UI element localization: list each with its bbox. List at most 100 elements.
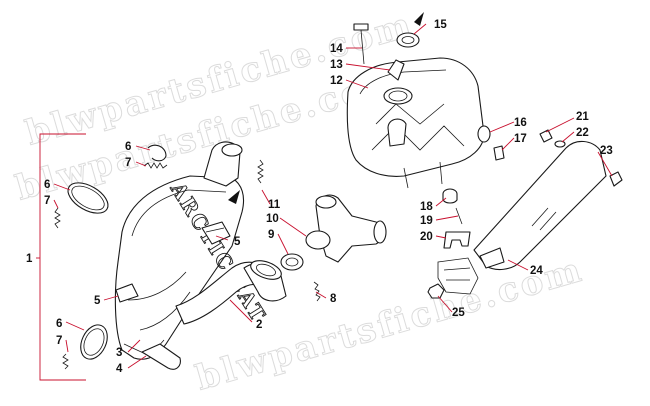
leader-5-lower [103, 295, 119, 301]
resonator-body [346, 57, 485, 177]
callout-21: 21 [576, 111, 589, 123]
callout-4: 4 [116, 363, 123, 375]
callout-6-bottom: 6 [56, 318, 62, 330]
callout-16: 16 [514, 117, 527, 129]
callout-23: 23 [600, 145, 613, 157]
flange-pipe [305, 194, 387, 263]
clamp-6-upper [147, 144, 167, 162]
spring-8 [313, 281, 321, 302]
clamp-6-left [67, 182, 109, 214]
leader-15 [413, 23, 427, 35]
callout-17: 17 [514, 133, 527, 145]
grommet-18 [442, 188, 458, 204]
callout-25: 25 [452, 307, 465, 319]
header-pipe-flange [250, 260, 282, 280]
leader-7-upper [135, 161, 147, 167]
bracket-20 [443, 231, 471, 249]
callout-13: 13 [330, 59, 343, 71]
callout-7-bottom: 7 [56, 335, 62, 347]
muffler-rib-1 [127, 271, 187, 301]
shield-bracket-24 [479, 247, 505, 269]
callout-9: 9 [268, 229, 274, 241]
header-pipe [175, 260, 287, 325]
seal-9 [280, 253, 304, 271]
leader-7-left [53, 199, 59, 209]
callout-20: 20 [420, 231, 433, 243]
leader-6-left [53, 183, 71, 191]
side-heat-shield-body [473, 140, 607, 271]
leader-11 [261, 189, 271, 205]
gasket-10 [305, 230, 331, 250]
callout-19: 19 [420, 215, 433, 227]
leader-6-upper [135, 145, 151, 151]
callout-6-left: 6 [44, 179, 50, 191]
leader-18 [435, 197, 447, 207]
bracket-13 [387, 59, 405, 81]
resonator-studs [403, 161, 443, 189]
leader-17 [501, 137, 515, 151]
callout-22: 22 [576, 127, 589, 139]
flange-pipe-side-opening [373, 220, 387, 244]
leader-2 [229, 299, 253, 323]
callout-15: 15 [434, 19, 447, 31]
spring-7-bottom [62, 353, 69, 370]
side-heat-shield-mark [531, 207, 557, 231]
leader-7-bottom [65, 339, 69, 353]
nut-25 [427, 283, 445, 299]
callout-10: 10 [266, 213, 279, 225]
side-heat-shield [473, 140, 607, 271]
leader-9 [277, 233, 289, 255]
grommet-16 [477, 125, 491, 143]
callout-7-left: 7 [44, 195, 50, 207]
leader-8 [315, 291, 327, 299]
leader-21 [545, 117, 575, 133]
header-pipe-flange-inner [256, 263, 276, 277]
callout-18: 18 [420, 201, 433, 213]
muffler-inlet-opening [221, 143, 243, 157]
arrow-15 [414, 12, 424, 26]
grommet-15 [396, 32, 420, 48]
callout-11: 11 [268, 199, 281, 211]
spring-19 [455, 207, 463, 225]
resonator [346, 57, 485, 189]
leader-24 [507, 259, 529, 271]
muffler-tailpipe [141, 343, 181, 370]
callout-8: 8 [330, 293, 337, 305]
mount-pad [437, 257, 479, 295]
spring-11 [257, 159, 264, 184]
clamp-6-bottom [80, 324, 108, 360]
leader-lines [53, 23, 613, 369]
resonator-port [383, 87, 413, 105]
leader-13 [345, 63, 391, 71]
leader-6-bottom [65, 321, 85, 331]
callout-2: 2 [256, 319, 262, 331]
spring-7-left [54, 207, 61, 229]
callout-5-upper: 5 [234, 236, 241, 248]
leader-23 [597, 151, 613, 177]
callout-labels: 1 2 3 4 5 5 6 6 6 7 7 7 8 9 10 11 12 13 … [26, 19, 613, 375]
group-bracket [36, 133, 86, 381]
callout-5-lower: 5 [94, 295, 101, 307]
callout-1: 1 [26, 253, 33, 265]
muffler: ARCTIC CAT [114, 141, 272, 370]
bolt-14 [353, 23, 369, 65]
leader-3 [127, 339, 141, 353]
group-bracket-line [39, 133, 86, 381]
leader-5-upper [215, 235, 229, 241]
washer-22 [554, 140, 566, 148]
resonator-edge [359, 69, 447, 95]
callout-12: 12 [330, 75, 343, 87]
leader-25 [437, 295, 453, 313]
spring-7-upper [143, 162, 168, 169]
leader-16 [489, 121, 515, 133]
resonator-port-inner [388, 90, 408, 102]
muffler-rib-2 [139, 291, 191, 331]
callout-3: 3 [116, 347, 122, 359]
bushing-17 [493, 145, 505, 161]
flange-pipe-top-opening [315, 195, 337, 209]
leader-12 [345, 79, 369, 89]
resonator-rib-2 [375, 103, 445, 125]
leader-22 [561, 131, 575, 143]
screw-21 [539, 129, 553, 143]
callout-7-upper: 7 [125, 157, 131, 169]
